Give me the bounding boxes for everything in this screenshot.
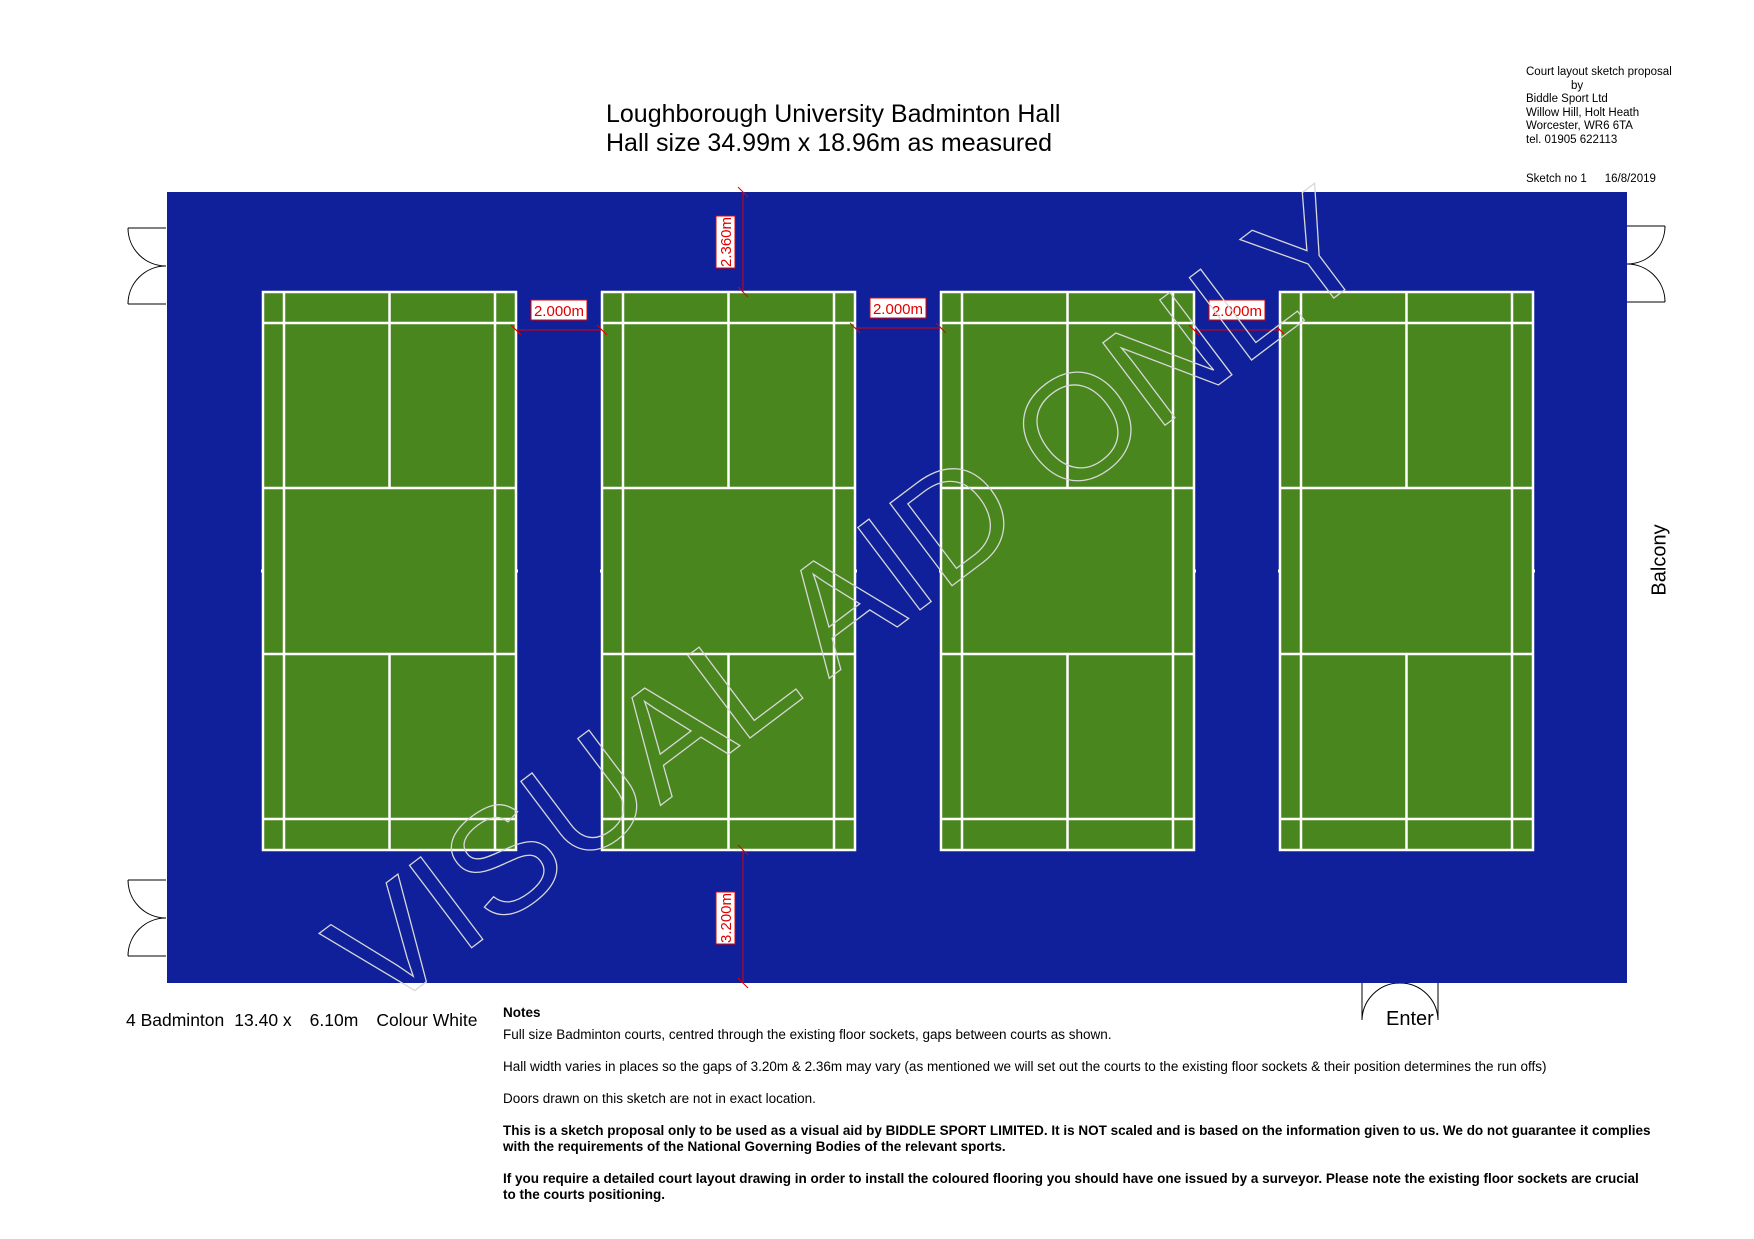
- dimension-label-text: 2.000m: [1212, 303, 1262, 320]
- door-icon: [1361, 982, 1439, 1021]
- sketch-date: 16/8/2019: [1604, 173, 1656, 185]
- court-count: 4 Badminton: [126, 1010, 225, 1030]
- badminton-court: [600, 290, 857, 852]
- note-item: This is a sketch proposal only to be use…: [503, 1123, 1651, 1154]
- company-line: Worcester, WR6 6TA: [1526, 120, 1633, 132]
- dimension-label-box: [530, 299, 588, 321]
- dimension-label-box: [715, 891, 736, 945]
- company-line: Court layout sketch proposal: [1526, 66, 1672, 78]
- company-line: by: [1571, 79, 1584, 92]
- dimension-tick: [596, 324, 608, 336]
- note-item: If you require a detailed court layout d…: [503, 1171, 1639, 1202]
- company-address-block: Court layout sketch proposal by Biddle S…: [1526, 66, 1672, 147]
- dimension-label-box: [1208, 299, 1266, 321]
- enter-label: Enter: [1386, 1008, 1434, 1030]
- badminton-court: [1278, 290, 1535, 852]
- dimension-label: 2.360m: [715, 215, 736, 269]
- note-item: Doors drawn on this sketch are not in ex…: [503, 1091, 816, 1106]
- net-post-mark: [515, 569, 518, 573]
- sketch-number: Sketch no 1: [1526, 173, 1587, 185]
- notes-heading: Notes: [503, 1005, 541, 1020]
- dimension-tick: [737, 844, 749, 856]
- dimension-tick: [935, 322, 947, 334]
- dimension-label-text: 2.000m: [873, 301, 923, 318]
- note-item: Full size Badminton courts, centred thro…: [503, 1027, 1112, 1042]
- dimension-tick: [737, 286, 749, 298]
- balcony-label: Balcony: [1648, 524, 1671, 596]
- court-size-b: 6.10m: [309, 1010, 359, 1030]
- company-line: Biddle Sport Ltd: [1526, 93, 1608, 105]
- net-post-mark: [261, 569, 264, 573]
- net-post-mark: [1193, 569, 1196, 573]
- dimension-tick: [510, 324, 522, 336]
- company-line: tel. 01905 622113: [1526, 133, 1618, 146]
- dimension-tick: [1188, 324, 1200, 336]
- dimension-label: 2.000m: [530, 299, 588, 321]
- company-line: Willow Hill, Holt Heath: [1526, 106, 1640, 119]
- dimension-label-text: 3.200m: [718, 893, 735, 943]
- notes-block: Notes Full size Badminton courts, centre…: [503, 1005, 1653, 1219]
- net-post-mark: [1278, 569, 1281, 573]
- title-line-1: Loughborough University Badminton Hall: [606, 100, 1061, 128]
- badminton-court: [939, 290, 1196, 852]
- dimension-label-text: 2.000m: [534, 303, 584, 320]
- court-spec: 4 Badminton 13.40 x 6.10m Colour White: [126, 1010, 487, 1031]
- badminton-court: [261, 290, 518, 852]
- dimension-tick: [849, 322, 861, 334]
- dimension-tick: [737, 186, 749, 198]
- dimension-label: 3.200m: [715, 891, 736, 945]
- dimension-tick: [737, 977, 749, 989]
- dimension-label-box: [869, 297, 927, 319]
- door-icon: [127, 227, 167, 305]
- dimension-label: 2.000m: [1208, 299, 1266, 321]
- net-post-mark: [939, 569, 942, 573]
- dimension-label-box: [715, 215, 736, 269]
- net-post-mark: [854, 569, 857, 573]
- net-post-mark: [1532, 569, 1535, 573]
- court-size-a: 13.40 x: [234, 1010, 292, 1030]
- dimension-label: 2.000m: [869, 297, 927, 319]
- door-icon: [127, 879, 167, 957]
- note-item: Hall width varies in places so the gaps …: [503, 1059, 1547, 1074]
- title-line-2: Hall size 34.99m x 18.96m as measured: [606, 129, 1053, 157]
- sketch-number-line: Sketch no 1 16/8/2019: [1526, 173, 1656, 185]
- dimension-label-text: 2.360m: [718, 217, 735, 267]
- net-post-mark: [600, 569, 603, 573]
- line-colour: Colour White: [376, 1010, 478, 1030]
- dimension-tick: [1274, 324, 1286, 336]
- door-icon: [1626, 225, 1666, 303]
